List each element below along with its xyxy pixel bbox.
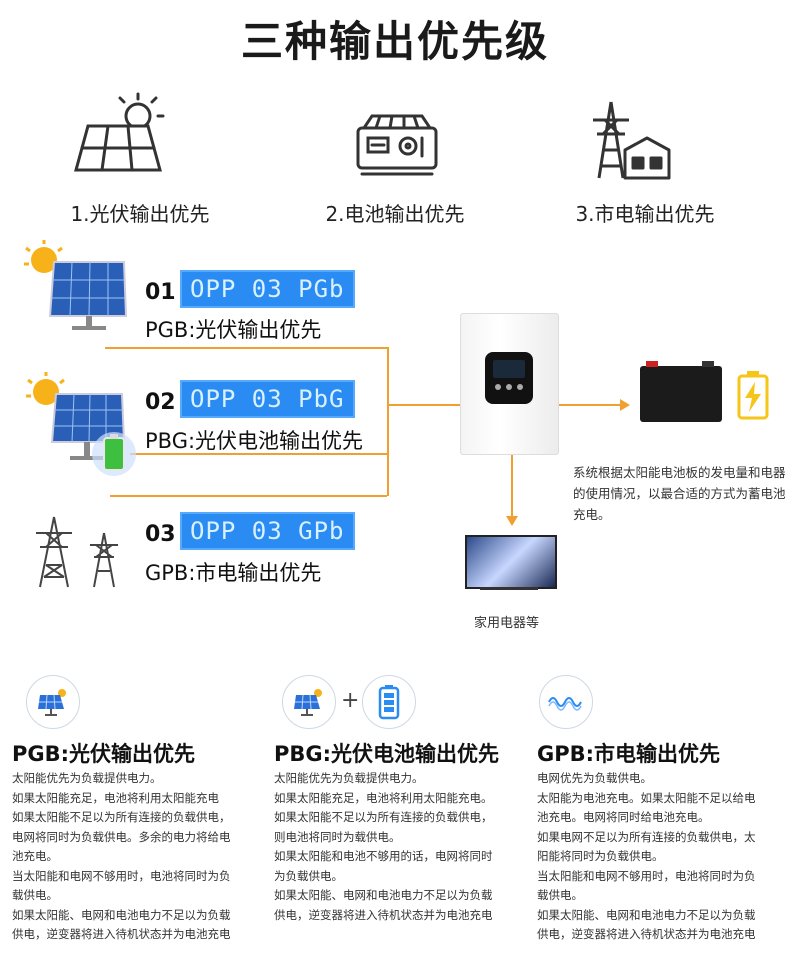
column-title: PBG:光伏电池输出优先 [274, 742, 500, 766]
mode-label-3: 3.市电输出优先 [575, 202, 715, 226]
connector-line [557, 404, 622, 406]
mode-description: PGB:光伏输出优先 [145, 318, 322, 342]
column-body-pbg: 太阳能优先为负载提供电力。 如果太阳能充足，电池将利用太阳能充电。 如果太阳能不… [274, 769, 524, 925]
body-line: 池充电。 [12, 849, 58, 863]
body-line: 供电，逆变器将进入待机状态并为电池充电 [274, 907, 493, 922]
mode-label-1: 1.光伏输出优先 [70, 202, 210, 226]
body-line: 如果太阳能不足以为所有连接的负载供电， [274, 810, 493, 824]
side-note: 系统根据太阳能电池板的发电量和电器的使用情况，以最合适的方式为蓄电池充电。 [573, 465, 786, 522]
tv-stand [480, 587, 538, 590]
solar-panel-icon [22, 238, 132, 337]
body-line: 太阳能优先为负载提供电力。 [12, 771, 162, 785]
body-line: 太阳能优先为负载提供电力。 [274, 771, 424, 785]
solar-panel-circle-icon [26, 675, 80, 729]
body-line: 如果太阳能和电池不够用的话，电网将同时 [274, 849, 493, 863]
battery-charging-icon [736, 370, 770, 424]
body-line: 供电，逆变器将进入待机状态并为电池充电 [537, 927, 756, 941]
arrow-right-icon [620, 399, 630, 411]
body-line: 如果太阳能不足以为所有连接的负载供电， [12, 810, 231, 824]
solar-panel-sun-icon [70, 88, 170, 182]
column-body-gpb: 电网优先为负载供电。 太阳能为电池充电。如果太阳能不足以给电 池充电。电网将同时… [537, 769, 787, 945]
solar-battery-icon [22, 370, 147, 484]
connector-line [387, 404, 460, 406]
body-line: 载供电。 [12, 888, 58, 902]
body-line: 太阳能为电池充电。如果太阳能不足以给电 [537, 790, 756, 805]
body-line: 阳能将同时为负载供电。 [537, 849, 664, 863]
mode-description: GPB:市电输出优先 [145, 561, 322, 585]
battery-station-icon [352, 110, 442, 184]
inverter-image [460, 313, 559, 455]
connector-line [130, 453, 387, 455]
inverter-screen [485, 352, 533, 404]
power-tower-house-icon [585, 98, 675, 186]
body-line: 如果太阳能、电网和电池电力不足以为负载 [537, 907, 756, 922]
connector-line [110, 495, 387, 497]
page-title: 三种输出优先级 [240, 17, 549, 66]
column-title: PGB:光伏输出优先 [12, 742, 196, 766]
body-line: 当太阳能和电网不够用时，电池将同时为负 [537, 868, 756, 883]
lcd-display: OPP 03 GPb [180, 512, 355, 550]
body-line: 池充电。电网将同时给电池充电。 [537, 810, 710, 824]
appliance-label: 家用电器等 [474, 616, 540, 631]
mode-number: 03 [145, 522, 176, 547]
body-line: 为负载供电。 [274, 868, 343, 883]
body-line: 电网优先为负载供电。 [537, 771, 652, 785]
battery-image [640, 361, 722, 422]
connector-line [105, 347, 387, 349]
tv-image [465, 535, 557, 589]
column-title: GPB:市电输出优先 [537, 742, 721, 766]
solar-panel-circle-icon [282, 675, 336, 729]
body-line: 如果太阳能充足，电池将利用太阳能充电。 [274, 790, 493, 805]
body-line: 载供电。 [537, 888, 583, 902]
body-line: 当太阳能和电网不够用时，电池将同时为负 [12, 868, 231, 883]
mode-number: 02 [145, 390, 176, 415]
body-line: 如果太阳能充足，电池将利用太阳能充电 [12, 790, 219, 805]
wave-circle-icon [539, 675, 593, 729]
battery-circle-icon [362, 675, 416, 729]
mode-label-2: 2.电池输出优先 [325, 202, 465, 226]
body-line: 供电，逆变器将进入待机状态并为电池充电 [12, 927, 231, 941]
body-line: 如果电网不足以为所有连接的负载供电，太 [537, 829, 756, 844]
body-line: 如果太阳能、电网和电池电力不足以为负载 [12, 907, 231, 922]
connector-line [511, 454, 513, 518]
column-body-pgb: 太阳能优先为负载提供电力。 如果太阳能充足，电池将利用太阳能充电 如果太阳能不足… [12, 769, 262, 945]
power-tower-icon [30, 515, 130, 594]
body-line: 如果太阳能、电网和电池电力不足以为负载 [274, 888, 493, 902]
connector-line [387, 347, 389, 496]
body-line: 电网将同时为负载供电。多余的电力将给电 [12, 829, 231, 844]
lcd-display: OPP 03 PbG [180, 380, 355, 418]
plus-sign: + [341, 688, 360, 713]
lcd-display: OPP 03 PGb [180, 270, 355, 308]
mode-description: PBG:光伏电池输出优先 [145, 429, 364, 453]
body-line: 则电池将同时为载供电。 [274, 829, 401, 844]
mode-number: 01 [145, 280, 176, 305]
arrow-down-icon [506, 516, 518, 526]
